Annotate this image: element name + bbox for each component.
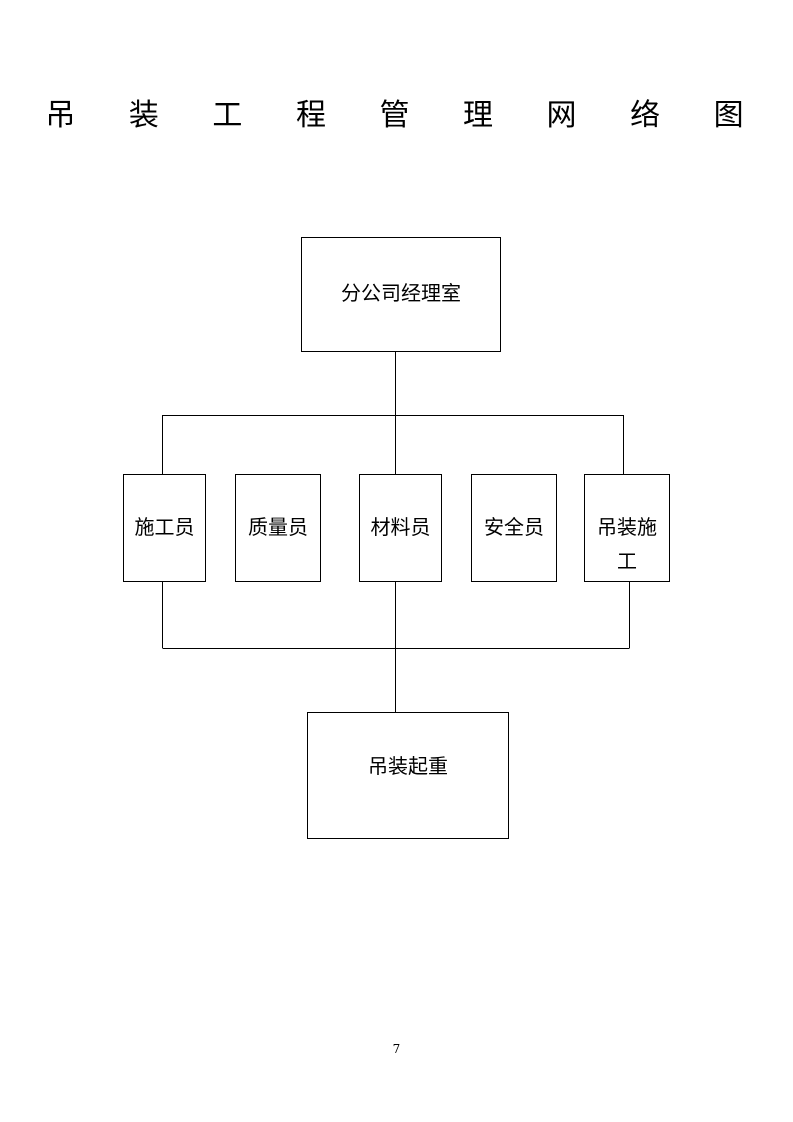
node-safety-officer: 安全员 xyxy=(471,474,557,582)
node-hoisting-lifting: 吊装起重 xyxy=(307,712,509,839)
page-number: 7 xyxy=(392,1042,401,1056)
page-title: 吊 装 工 程 管 理 网 络 图 xyxy=(45,98,766,133)
node-label: 安全员 xyxy=(484,515,544,539)
node-label: 吊装起重 xyxy=(368,754,448,778)
node-label: 施工员 xyxy=(134,515,195,539)
node-construction-worker: 施工员 xyxy=(123,474,206,582)
node-quality-inspector: 质量员 xyxy=(235,474,321,582)
node-label: 吊装施工 xyxy=(597,515,657,573)
node-hoisting-construction: 吊装施工 xyxy=(584,474,670,582)
node-materials-officer: 材料员 xyxy=(359,474,442,582)
node-label: 材料员 xyxy=(370,515,431,539)
node-branch-manager-office: 分公司经理室 xyxy=(301,237,501,352)
node-label: 分公司经理室 xyxy=(341,281,461,305)
node-label: 质量员 xyxy=(248,515,308,539)
